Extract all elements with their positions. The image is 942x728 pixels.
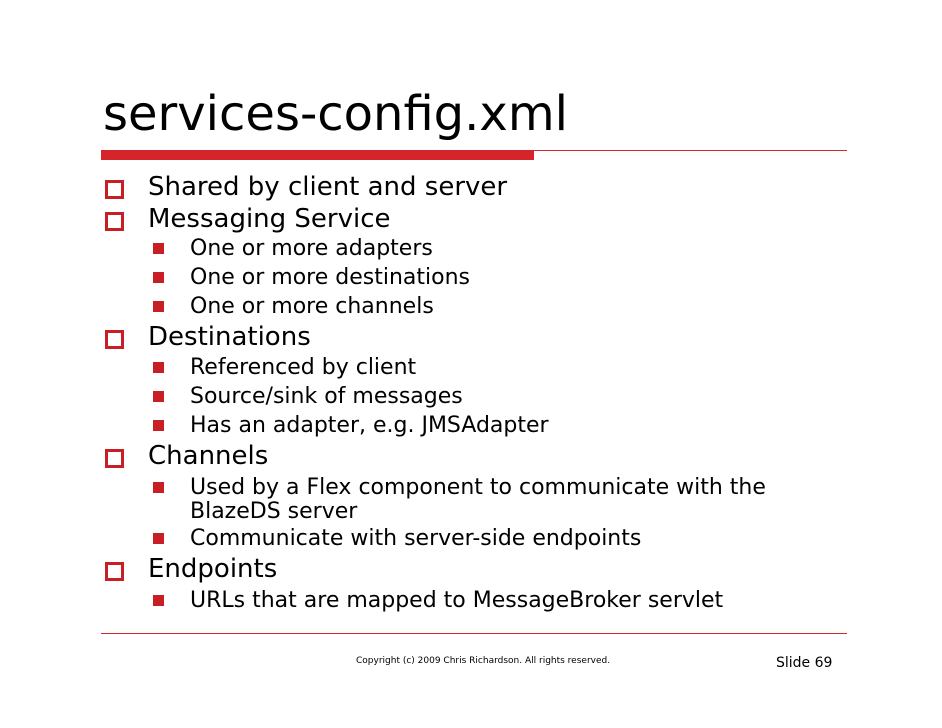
sub-bullet-text: One or more destinations bbox=[190, 265, 470, 290]
sub-bullet-item: One or more destinations bbox=[153, 265, 470, 290]
bullet-text: Endpoints bbox=[148, 554, 278, 584]
sub-bullet-text: Has an adapter, e.g. JMSAdapter bbox=[190, 413, 549, 438]
bullet-text: Messaging Service bbox=[148, 204, 391, 234]
sub-bullet-text: Communicate with server-side endpoints bbox=[190, 526, 642, 551]
sub-bullet-item: Communicate with server-side endpoints bbox=[153, 526, 642, 551]
sub-bullet-item: Referenced by client bbox=[153, 355, 417, 380]
filled-square-icon bbox=[153, 391, 164, 402]
bullet-item: Shared by client and server bbox=[105, 172, 508, 202]
bullet-item: Destinations bbox=[105, 322, 311, 352]
sub-bullet-text: URLs that are mapped to MessageBroker se… bbox=[190, 588, 724, 613]
title-underline-thin bbox=[534, 150, 847, 151]
filled-square-icon bbox=[153, 595, 164, 606]
bullet-text: Channels bbox=[148, 441, 269, 471]
filled-square-icon bbox=[153, 243, 164, 254]
filled-square-icon bbox=[153, 301, 164, 312]
filled-square-icon bbox=[153, 272, 164, 283]
hollow-square-icon bbox=[105, 449, 124, 468]
hollow-square-icon bbox=[105, 180, 124, 199]
hollow-square-icon bbox=[105, 330, 124, 349]
bullet-item: Messaging Service bbox=[105, 204, 391, 234]
sub-bullet-item: Used by a Flex component to communicate … bbox=[153, 475, 830, 524]
bullet-item: Channels bbox=[105, 441, 269, 471]
sub-bullet-text: Source/sink of messages bbox=[190, 384, 463, 409]
bullet-text: Destinations bbox=[148, 322, 311, 352]
sub-bullet-item: One or more adapters bbox=[153, 236, 433, 261]
sub-bullet-text: One or more adapters bbox=[190, 236, 433, 261]
slide-number: Slide 69 bbox=[776, 655, 833, 671]
sub-bullet-text: Used by a Flex component to communicate … bbox=[190, 475, 766, 524]
filled-square-icon bbox=[153, 420, 164, 431]
sub-bullet-text: One or more channels bbox=[190, 294, 434, 319]
slide-title: services-config.xml bbox=[103, 86, 568, 142]
sub-bullet-item: One or more channels bbox=[153, 294, 434, 319]
filled-square-icon bbox=[153, 482, 164, 493]
hollow-square-icon bbox=[105, 562, 124, 581]
bullet-item: Endpoints bbox=[105, 554, 278, 584]
sub-bullet-item: Source/sink of messages bbox=[153, 384, 463, 409]
sub-bullet-item: Has an adapter, e.g. JMSAdapter bbox=[153, 413, 549, 438]
sub-bullet-text: Referenced by client bbox=[190, 355, 417, 380]
hollow-square-icon bbox=[105, 212, 124, 231]
title-underline-thick bbox=[101, 150, 534, 160]
sub-bullet-item: URLs that are mapped to MessageBroker se… bbox=[153, 588, 724, 613]
filled-square-icon bbox=[153, 533, 164, 544]
copyright-notice: Copyright (c) 2009 Chris Richardson. All… bbox=[356, 656, 611, 666]
filled-square-icon bbox=[153, 362, 164, 373]
footer-divider bbox=[101, 633, 847, 634]
bullet-text: Shared by client and server bbox=[148, 172, 508, 202]
